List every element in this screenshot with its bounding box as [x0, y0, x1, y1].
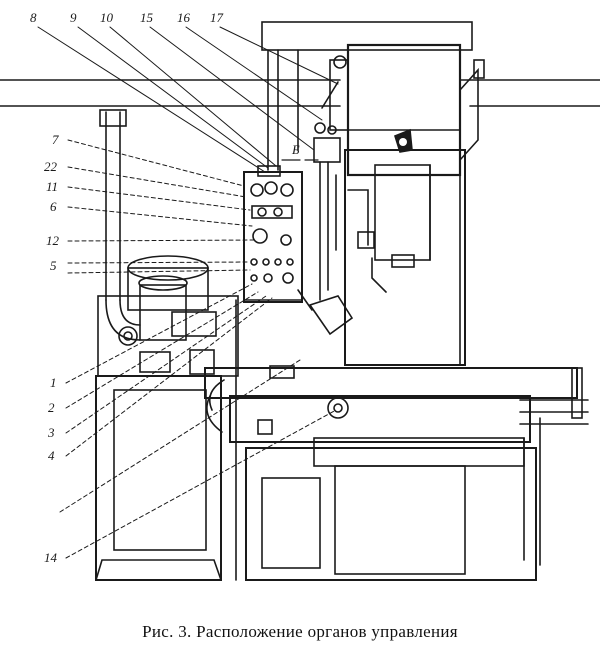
figure-caption: Рис. 3. Расположение органов управления: [0, 622, 600, 642]
callout-label: 14: [44, 550, 58, 565]
top-rails: [0, 79, 600, 107]
callout-label: 11: [46, 179, 58, 194]
headstock-levers: [313, 55, 349, 163]
callout-label: 2: [48, 400, 55, 415]
leader-lines-left: [59, 139, 337, 559]
callout-label: 16: [177, 10, 191, 25]
callout-label: 10: [100, 10, 114, 25]
emblem-icon: [394, 128, 413, 153]
callout-label: 3: [47, 425, 55, 440]
leader-lines-top: [37, 26, 339, 173]
callout-label: 15: [140, 10, 154, 25]
coolant-pipe: [99, 109, 141, 341]
callout-label: 7: [52, 132, 59, 147]
figure-ref: Рис. 3.: [142, 622, 192, 641]
caption-text: Расположение органов управления: [196, 622, 458, 641]
section-mark: Б: [291, 142, 300, 157]
callout-label: 22: [44, 159, 58, 174]
control-panel: [243, 165, 303, 303]
spindle-rods: [319, 161, 387, 301]
callout-label: 4: [48, 448, 55, 463]
column-frame: [261, 21, 473, 171]
callout-label: 1: [50, 375, 57, 390]
cutter-head: [297, 289, 354, 336]
callout-label: 8: [30, 10, 37, 25]
lower-right-base: [235, 299, 541, 581]
motor: [118, 255, 217, 346]
callout-label: 5: [50, 258, 57, 273]
callout-label: 12: [46, 233, 60, 248]
machine-table: [204, 365, 589, 443]
callouts-top: 8 9 10 15 16 17: [30, 10, 224, 25]
headstock: [344, 43, 485, 366]
callout-label: 9: [70, 10, 77, 25]
callouts-left: 7 22 11 6 12 5 1 2 3 4 14: [44, 132, 60, 565]
lower-left-base: [95, 295, 239, 581]
callout-label: 6: [50, 199, 57, 214]
callout-label: 17: [210, 10, 224, 25]
